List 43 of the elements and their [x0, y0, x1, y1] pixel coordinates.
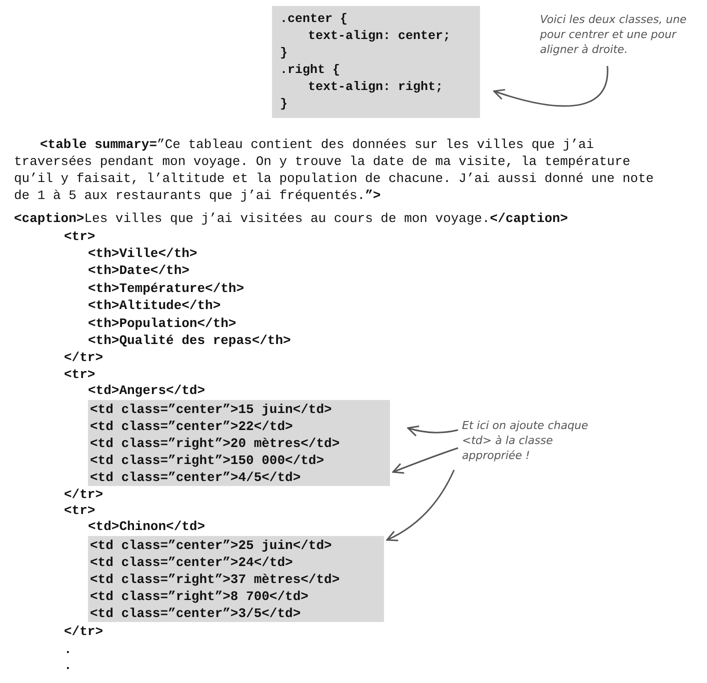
- code-line: <th>Population</th>: [88, 315, 236, 332]
- code-line: <th>Altitude</th>: [88, 297, 221, 314]
- code-line: </tr>: [64, 349, 104, 366]
- code-line: .: [64, 641, 72, 658]
- code-line: <td class=”right”>37 mètres</td>: [90, 571, 340, 588]
- arrow: [392, 447, 458, 474]
- code-line: <tr>: [64, 228, 96, 245]
- code-line: <td class=”right”>20 mètres</td>: [90, 435, 340, 452]
- highlight-block: [88, 400, 390, 486]
- code-line: <caption>Les villes que j’ai visitées au cours de mon voyage.</caption>: [14, 210, 568, 227]
- code-line: }: [280, 96, 288, 113]
- handwritten-note: Et ici on ajoute chaque <td> à la classe appropriée !: [462, 418, 590, 463]
- code-line: <tr>: [64, 502, 96, 519]
- code-line: <td>Angers</td>: [88, 382, 206, 399]
- handwritten-note: Voici les deux classes, une pour centrer et une pour aligner à droite.: [540, 12, 688, 57]
- arrow: [386, 470, 455, 541]
- code-block: [272, 6, 480, 118]
- code-line: <td>Chinon</td>: [88, 518, 206, 535]
- code-line: text-align: right;: [307, 79, 444, 96]
- code-line: <td class=”center”>24</td>: [90, 554, 293, 571]
- code-line: .center {: [280, 11, 348, 28]
- code-line: .right {: [280, 62, 340, 79]
- code-line: </tr>: [64, 623, 104, 640]
- code-line: <th>Ville</th>: [88, 245, 198, 262]
- code-line: </tr>: [64, 486, 104, 503]
- code-line: <table summary=”Ce tableau contient des données sur les villes que j’ai traversées pendant mon voyage. On y trouve la date de ma visite, la température qu’il y faisait, l’altitude et la population de chacune. J’ai aussi donné une note de 1 à 5 aux restaurants que j’ai fréquentés.”>: [14, 136, 655, 204]
- code-line: <td class=”center”>4/5</td>: [90, 469, 301, 486]
- code-line: <td class=”center”>15 juin</td>: [90, 401, 332, 418]
- arrow: [493, 66, 608, 107]
- code-line: <tr>: [64, 366, 96, 383]
- code-line: <td class=”center”>3/5</td>: [90, 605, 301, 622]
- code-line: <th>Température</th>: [88, 280, 244, 297]
- code-line: }: [280, 45, 288, 62]
- code-line: <th>Qualité des repas</th>: [88, 332, 291, 349]
- code-line: <td class=”right”>150 000</td>: [90, 452, 324, 469]
- code-line: <td class=”center”>22</td>: [90, 418, 293, 435]
- highlight-block: [88, 536, 384, 622]
- code-line: <td class=”center”>25 juin</td>: [90, 537, 332, 554]
- code-line: text-align: center;: [307, 28, 451, 45]
- code-line: .: [64, 657, 72, 674]
- code-line: <th>Date</th>: [88, 262, 190, 279]
- code-line: <td class=”right”>8 700</td>: [90, 588, 308, 605]
- arrow: [407, 425, 458, 436]
